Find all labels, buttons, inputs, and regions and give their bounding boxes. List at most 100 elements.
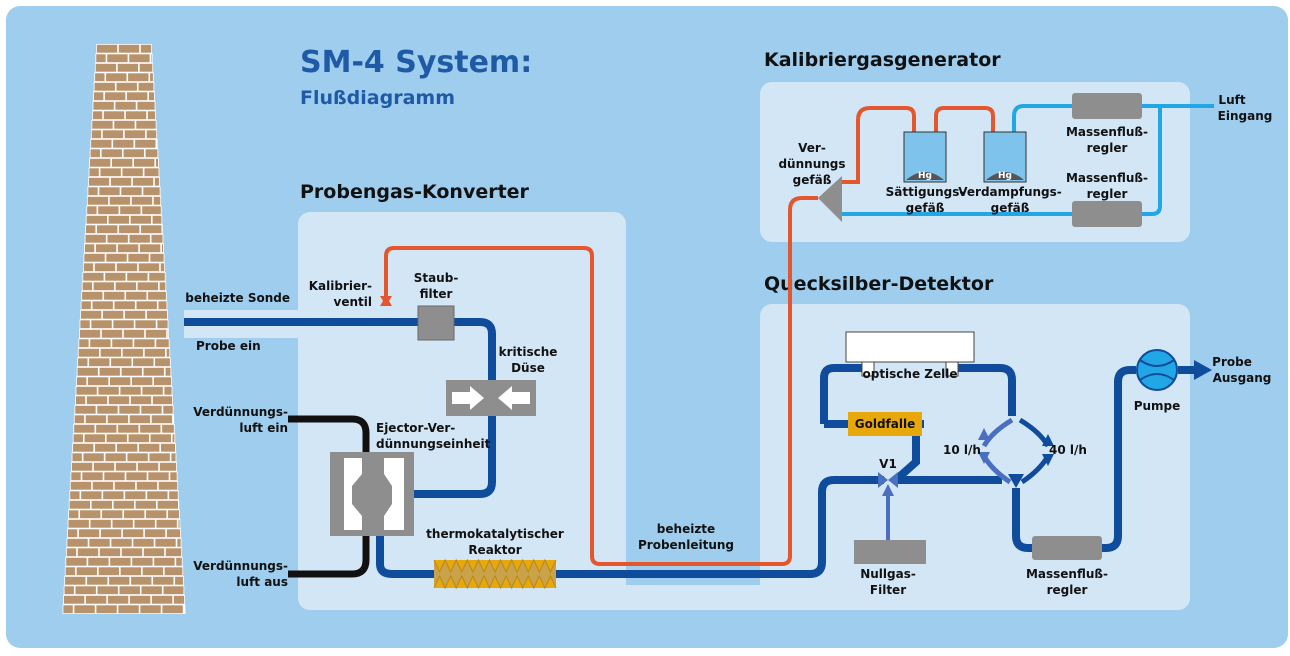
chimney-brick — [89, 178, 109, 186]
saturation-vessel-label-1: Sättigungs- — [886, 185, 965, 199]
chimney-brick — [113, 320, 133, 328]
chimney-brick — [125, 130, 145, 138]
chimney-brick — [101, 529, 121, 537]
dilution-vessel-label-1: Ver- — [798, 141, 826, 155]
chimney-brick — [117, 83, 137, 91]
chimney-brick — [98, 586, 118, 594]
chimney-brick — [114, 501, 134, 509]
chimney-brick — [104, 472, 124, 480]
chimney-brick — [123, 349, 143, 357]
chimney-brick — [75, 415, 84, 423]
flow-40-label: 40 l/h — [1049, 443, 1087, 457]
chimney-brick — [129, 434, 149, 442]
chimney-brick — [82, 301, 91, 309]
chimney-brick — [98, 387, 118, 395]
chimney-brick — [140, 605, 160, 613]
chimney-brick — [96, 605, 116, 613]
chimney-brick — [87, 216, 107, 224]
chimney-brick — [120, 387, 140, 395]
ejector-label-2: dünnungseinheit — [376, 437, 491, 451]
chimney-brick — [177, 539, 180, 547]
chimney-brick — [116, 463, 136, 471]
chimney-brick — [156, 339, 169, 347]
chimney-brick — [151, 54, 152, 62]
chimney-brick — [113, 140, 133, 148]
chimney-brick — [102, 330, 122, 338]
chimney-brick — [160, 463, 176, 471]
chimney-brick — [103, 130, 123, 138]
chimney-brick — [107, 54, 127, 62]
chimney-brick — [149, 453, 169, 461]
chimney-brick — [88, 187, 97, 195]
chimney-brick — [74, 434, 83, 442]
chimney-brick — [102, 510, 122, 518]
chimney-brick — [122, 548, 142, 556]
chimney-brick — [178, 520, 179, 528]
cal-valve-label-1: Kalibrier- — [309, 279, 372, 293]
chimney-brick — [90, 159, 110, 167]
chimney-brick — [103, 311, 123, 319]
chimney-brick — [94, 463, 114, 471]
chimney-brick — [97, 45, 117, 53]
chimney-brick — [136, 501, 156, 509]
chimney-brick — [111, 358, 131, 366]
heated-line-label-2: Probenleitung — [638, 538, 734, 552]
chimney-brick — [162, 425, 174, 433]
chimney-brick — [124, 510, 144, 518]
dilution-vessel-label-2: dünnungs — [778, 157, 845, 171]
reactor-label-1: thermokatalytischer — [426, 527, 564, 541]
chimney-brick — [129, 235, 149, 243]
chimney-brick — [110, 558, 130, 566]
chimney-brick — [85, 434, 105, 442]
chimney-brick — [143, 187, 159, 195]
chimney-brick — [162, 605, 182, 613]
chimney-brick — [130, 596, 150, 604]
chimney-brick — [146, 330, 166, 338]
zero-gas-filter — [854, 540, 926, 564]
chimney-brick — [92, 501, 112, 509]
chimney-brick — [151, 235, 162, 243]
chimney-brick — [70, 491, 79, 499]
chimney-brick — [144, 168, 158, 176]
dust-filter-label-1: Staub- — [414, 271, 459, 285]
chimney-brick — [86, 596, 106, 604]
chimney-brick — [155, 539, 175, 547]
chimney-brick — [134, 159, 154, 167]
chimney-brick — [88, 197, 108, 205]
chimney-brick — [139, 83, 154, 91]
pump-label: Pumpe — [1134, 399, 1181, 413]
chimney-brick — [157, 320, 167, 328]
chimney-brick — [79, 339, 88, 347]
chimney-brick — [109, 216, 129, 224]
chimney-brick — [119, 406, 139, 414]
mfc-top — [1072, 93, 1142, 119]
chimney-brick — [64, 596, 84, 604]
chimney-brick — [94, 92, 103, 100]
chimney-brick — [159, 301, 167, 309]
chimney-brick — [75, 406, 95, 414]
chimney-brick — [81, 491, 101, 499]
chimney-brick — [107, 434, 127, 442]
saturation-vessel: Hg — [904, 132, 946, 182]
sample-in-label: Probe ein — [196, 339, 261, 353]
chimney-brick — [93, 482, 113, 490]
chimney-brick — [95, 263, 115, 271]
ejector-label-1: Ejector-Ver- — [376, 421, 455, 435]
chimney-brick — [71, 482, 91, 490]
chimney-brick — [91, 140, 111, 148]
chimney-brick — [150, 254, 163, 262]
chimney-brick — [132, 377, 152, 385]
chimney-brick — [101, 349, 121, 357]
mfc-bottom-label-1: Massenfluß- — [1066, 171, 1148, 185]
chimney-brick — [127, 453, 147, 461]
chimney-brick — [155, 358, 170, 366]
chimney-brick — [176, 558, 182, 566]
mfc-detector-label-2: regler — [1047, 583, 1088, 597]
chimney-brick — [82, 472, 102, 480]
chimney-brick — [78, 548, 98, 556]
page-title: SM-4 System: — [300, 45, 532, 80]
chimney-brick — [96, 54, 105, 62]
chimney-brick — [89, 358, 109, 366]
chimney-brick — [107, 235, 127, 243]
heated-line-label-1: beheizte — [657, 522, 715, 536]
